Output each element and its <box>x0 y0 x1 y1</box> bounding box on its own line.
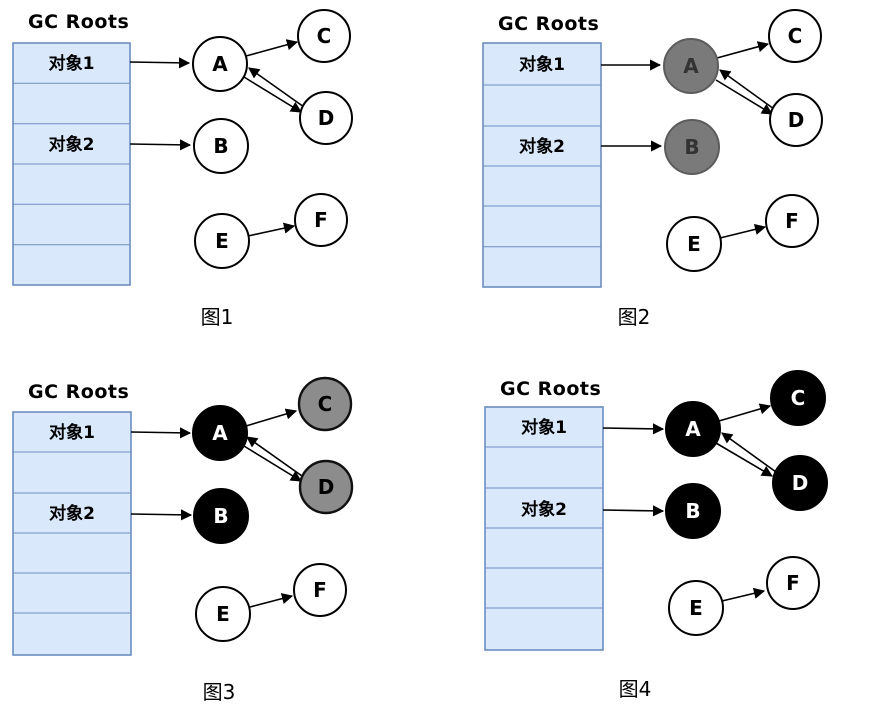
table-row-label-object1: 对象1 <box>49 422 95 443</box>
table-row-label-object2: 对象2 <box>49 503 95 524</box>
edge-root2-to-b <box>130 509 193 521</box>
table-row-label-object1: 对象1 <box>49 53 95 74</box>
table-row-label-object1: 对象1 <box>521 417 567 438</box>
edge-root1-to-a <box>129 57 191 69</box>
node-d: D <box>769 93 823 147</box>
edges <box>130 408 303 608</box>
edge-d-to-a <box>248 67 305 108</box>
edge-a-to-c <box>245 39 299 57</box>
edge-e-to-f <box>249 593 294 608</box>
edge-a-to-d <box>243 445 302 482</box>
gc-roots-table: 对象1 对象2 <box>12 42 131 286</box>
node-a: A <box>663 38 719 94</box>
node-b-label: B <box>213 134 228 158</box>
edge-root1-to-a <box>130 427 192 439</box>
node-f-label: F <box>313 578 327 602</box>
edge-a-to-c <box>718 403 772 422</box>
node-e: E <box>195 586 251 642</box>
node-c-label: C <box>318 392 333 416</box>
node-e-label: E <box>216 602 230 626</box>
gc-roots-label: GC Roots <box>500 378 601 400</box>
node-e: E <box>668 580 724 636</box>
node-c: C <box>768 9 822 63</box>
node-d: D <box>299 91 353 145</box>
edge-d-to-a <box>721 432 777 473</box>
node-f-label: F <box>785 209 799 233</box>
edge-a-to-d <box>715 79 773 115</box>
node-c-label: C <box>317 24 332 48</box>
node-c: C <box>297 376 353 432</box>
edges <box>601 41 775 239</box>
edge-a-to-d <box>715 442 773 477</box>
table-row-label-object2: 对象2 <box>49 134 95 155</box>
node-a: A <box>192 405 248 461</box>
node-d-label: D <box>788 108 805 132</box>
node-b: B <box>665 483 721 539</box>
node-f: F <box>293 563 347 617</box>
gc-roots-label: GC Roots <box>28 381 129 403</box>
gc-roots-table: 对象1 对象2 <box>12 411 132 656</box>
panel-figure-2: GC Roots 对象1 对象2 A B C D E <box>482 9 823 329</box>
panel-figure-1: GC Roots 对象1 对象2 A B C D E <box>12 9 353 329</box>
node-f: F <box>294 193 348 247</box>
node-a-label: A <box>212 421 228 445</box>
figure-caption: 图2 <box>618 305 651 329</box>
edge-root2-to-b <box>602 505 665 517</box>
node-a: A <box>665 401 721 457</box>
panel-figure-3: GC Roots 对象1 对象2 A B C D E <box>12 376 354 704</box>
node-b-label: B <box>684 135 699 159</box>
edge-a-to-c <box>716 41 770 59</box>
node-a: A <box>192 36 248 92</box>
node-f: F <box>766 556 820 610</box>
edges <box>129 39 305 237</box>
node-d-label: D <box>792 471 809 495</box>
node-c-label: C <box>788 24 803 48</box>
node-e-label: E <box>687 232 701 256</box>
node-e-label: E <box>689 596 703 620</box>
edge-a-to-c <box>245 408 298 427</box>
node-d: D <box>298 459 354 515</box>
node-f-label: F <box>314 208 328 232</box>
node-b-label: B <box>685 499 700 523</box>
edge-a-to-d <box>243 76 302 113</box>
node-a-label: A <box>683 54 699 78</box>
node-b: B <box>664 119 720 175</box>
edge-root1-to-a <box>602 423 665 435</box>
node-e: E <box>194 213 250 269</box>
node-d-label: D <box>318 106 335 130</box>
table-row-label-object2: 对象2 <box>521 499 567 520</box>
node-e: E <box>666 216 722 272</box>
node-a-label: A <box>685 417 701 441</box>
node-c: C <box>770 370 826 426</box>
edge-root2-to-b <box>129 139 192 151</box>
table-row-label-object1: 对象1 <box>519 54 565 75</box>
gc-roots-table: 对象1 对象2 <box>484 406 604 651</box>
node-f: F <box>765 194 819 248</box>
node-b-label: B <box>213 504 228 528</box>
gc-roots-label: GC Roots <box>498 13 599 35</box>
edge-e-to-f <box>719 223 767 239</box>
node-e-label: E <box>215 229 229 253</box>
gc-roots-table: 对象1 对象2 <box>482 42 602 288</box>
panel-figure-4: GC Roots 对象1 对象2 A B C D E <box>484 370 828 701</box>
edge-d-to-a <box>246 436 303 477</box>
node-c: C <box>297 9 351 63</box>
edge-e-to-f <box>721 587 766 602</box>
node-a-label: A <box>212 52 228 76</box>
edge-d-to-a <box>719 69 775 110</box>
figure-caption: 图1 <box>201 305 234 329</box>
edge-e-to-f <box>247 222 296 237</box>
table-row-label-object2: 对象2 <box>519 136 565 157</box>
node-b: B <box>193 488 249 544</box>
node-c-label: C <box>791 386 806 410</box>
node-f-label: F <box>786 571 800 595</box>
node-d-label: D <box>318 475 335 499</box>
node-b: B <box>193 118 249 174</box>
gc-roots-label: GC Roots <box>28 11 129 33</box>
edges <box>602 403 777 602</box>
figure-caption: 图3 <box>203 680 236 704</box>
figure-caption: 图4 <box>619 677 652 701</box>
node-d: D <box>772 455 828 511</box>
